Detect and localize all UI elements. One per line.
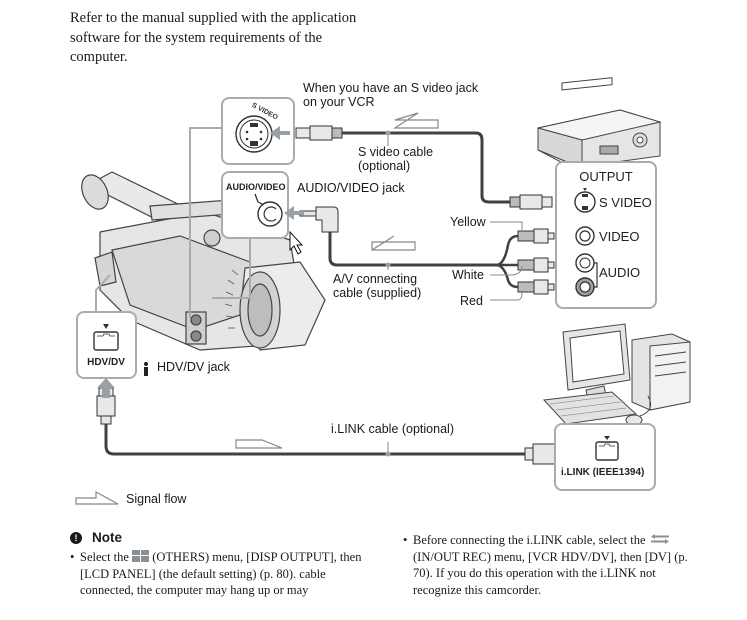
ilink-port-label: i.LINK (IEEE1394) — [561, 467, 644, 478]
note-icon: ! — [70, 532, 82, 544]
ilink-icon — [144, 362, 148, 376]
ilink-cable — [104, 424, 530, 456]
vcr-port-audio: AUDIO — [599, 265, 640, 280]
others-menu-icon — [132, 550, 150, 562]
note-item-1: • Select the (OTHERS) menu, [DISP OUTPUT… — [70, 549, 370, 599]
vcr-port-video: VIDEO — [599, 229, 639, 244]
intro-paragraph: Refer to the manual supplied with the ap… — [70, 10, 357, 65]
note-item-2-text-before: Before connecting the i.LINK cable, sele… — [413, 533, 649, 547]
audio-video-port-label: AUDIO/VIDEO — [226, 182, 286, 192]
note-item-2-text-after: (IN/OUT REC) menu, [VCR HDV/DV], then [D… — [413, 549, 688, 597]
s-video-cable-label-line1: S video cable — [358, 145, 434, 159]
av-cable — [328, 232, 498, 267]
s-video-plug-vcr — [509, 194, 553, 210]
bullet: • — [403, 533, 408, 547]
av-cable-label-line1: A/V connecting — [333, 272, 418, 286]
bullet: • — [70, 550, 75, 564]
vcr-output-panel: OUTPUT S VIDEO VIDEO AUDIO — [555, 161, 657, 309]
red-plug-label: Red — [460, 294, 483, 308]
vcr-port-s-video: S VIDEO — [599, 195, 652, 210]
camcorder-s-video-panel: S VIDEO — [221, 97, 295, 165]
hdv-dv-port-label: HDV/DV — [87, 357, 125, 368]
av-cable-label-line2: cable (supplied) — [333, 286, 422, 300]
signal-flow-legend-label: Signal flow — [126, 492, 187, 506]
audio-video-jack-label: AUDIO/VIDEO jack — [297, 181, 405, 195]
av-mini-plug — [299, 206, 339, 233]
camcorder-hdv-dv-panel: HDV/DV — [76, 311, 137, 379]
signal-flow-arrows — [235, 112, 439, 449]
s-video-cable — [342, 131, 520, 204]
white-plug-label: White — [452, 268, 484, 282]
leader-lines — [95, 127, 251, 318]
computer-illustration — [542, 323, 691, 426]
hdv-dv-jack-label: HDV/DV jack — [157, 360, 230, 374]
rca-plugs — [517, 228, 555, 295]
vcr-illustration — [537, 77, 662, 169]
in-out-rec-menu-icon — [649, 533, 671, 545]
note-item-1-text-before: Select the — [80, 550, 133, 564]
cables — [104, 131, 530, 456]
camcorder-audio-video-panel: AUDIO/VIDEO — [221, 171, 289, 239]
s-video-jack-heading-line1: When you have an S video jack — [303, 81, 479, 95]
ilink-cable-label: i.LINK cable (optional) — [331, 422, 454, 436]
s-video-jack-heading-line2: on your VCR — [303, 95, 375, 109]
note-item-1-text-after: (OTHERS) menu, [DISP OUTPUT], then [LCD … — [80, 550, 362, 597]
s-video-plug-camcorder — [295, 125, 343, 141]
note-title: Note — [92, 530, 122, 545]
vcr-output-title: OUTPUT — [579, 169, 633, 184]
camcorder-illustration — [81, 171, 326, 351]
mouse-cursor-icon — [289, 230, 304, 255]
yellow-plug-label: Yellow — [450, 215, 486, 229]
note-item-2: • Before connecting the i.LINK cable, se… — [403, 532, 703, 598]
signal-flow-legend-icon — [75, 490, 119, 505]
computer-ilink-panel: i.LINK (IEEE1394) — [554, 423, 656, 491]
s-video-cable-label-line2: (optional) — [358, 159, 411, 173]
